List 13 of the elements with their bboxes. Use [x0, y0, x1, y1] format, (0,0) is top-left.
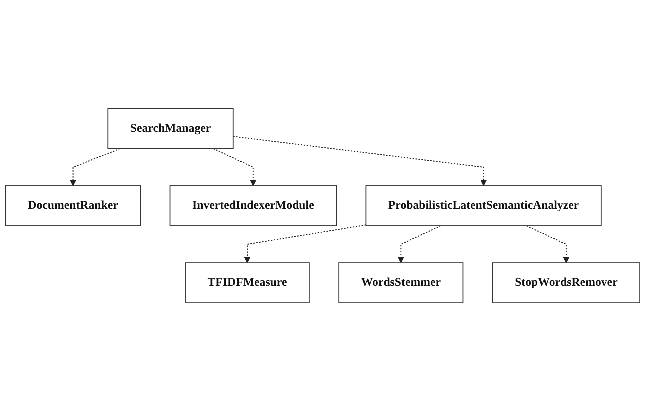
node-box: SearchManager [108, 108, 234, 149]
arrow [244, 224, 367, 263]
node-box: DocumentRanker [6, 185, 142, 226]
arrow [526, 225, 570, 263]
node-box: WordsStemmer [338, 262, 464, 303]
arrow [70, 148, 121, 186]
arrow [232, 136, 488, 186]
node-box: InvertedIndexerModule [170, 185, 337, 226]
arrow [398, 225, 442, 263]
arrow [213, 148, 257, 186]
node-box: StopWordsRemover [492, 262, 640, 303]
node-box: TFIDFMeasure [185, 262, 310, 303]
node-box: ProbabilisticLatentSemanticAnalyzer [366, 185, 602, 226]
